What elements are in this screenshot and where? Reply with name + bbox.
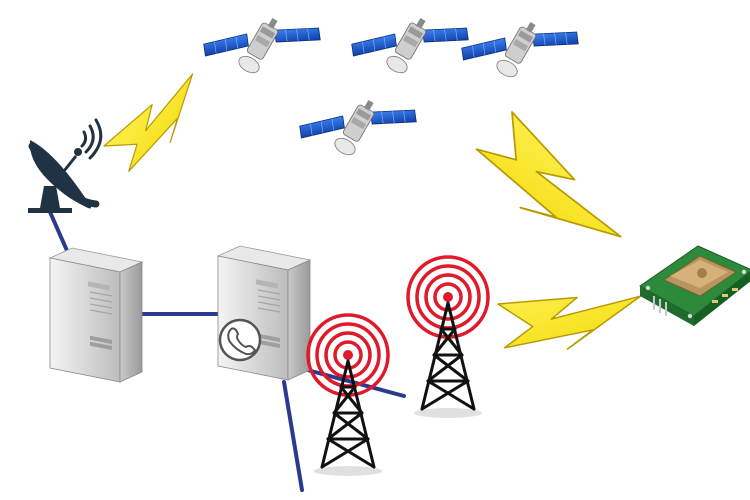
- wireless-bolt-tower-to-gps: [491, 276, 642, 367]
- cell-tower-left: [306, 313, 390, 478]
- wireless-bolt-satellite-to-gps: [468, 95, 622, 279]
- wireless-bolt-dish: [93, 73, 220, 177]
- cell-tower-right: [406, 255, 490, 420]
- server-left: [49, 247, 143, 383]
- satellite-2: [350, 13, 469, 77]
- satellite-3: [460, 17, 579, 81]
- gps-module: [639, 245, 750, 326]
- satellite-dish: [28, 118, 103, 213]
- satellite-4: [298, 95, 417, 159]
- gps-antenna-patch: [662, 255, 738, 297]
- satellite-dish-icon: [28, 118, 103, 213]
- server-telephony: [217, 245, 311, 381]
- satellite-1: [202, 13, 321, 77]
- phone-handset-icon: [218, 318, 262, 362]
- cable-telephony-server-down: [282, 380, 304, 492]
